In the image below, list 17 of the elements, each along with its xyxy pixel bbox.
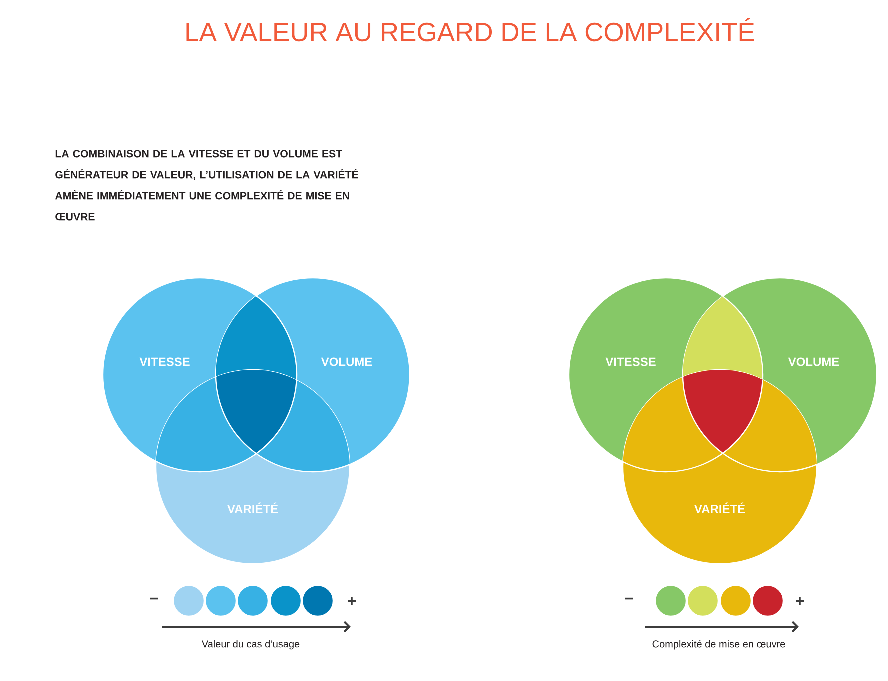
scale-dot (204, 584, 238, 618)
scale-dot (236, 584, 270, 618)
scale-dot (752, 584, 784, 618)
title: LA VALEUR AU REGARD DE LA COMPLEXITÉ (186, 18, 754, 42)
minus-sign: − (150, 598, 158, 600)
description-text: LA COMBINAISON DE LA VITESSE ET DU VOLUME EST GÉNÉRATEUR DE VALEUR, L’UTILISATION DE LA VARIÉTÉ AMÈNE IMMÉDIATEMENT UNE COMPLEXITÉ DE MISE EN ŒUVRE (55, 150, 358, 221)
scale-dot (720, 584, 752, 618)
scale-dot (270, 584, 302, 618)
scale-caption: Complexité de mise en œuvre (652, 640, 786, 650)
scale-dot (302, 584, 334, 618)
scale-dot (172, 584, 206, 618)
plus-sign: + (348, 597, 356, 606)
scale-dot (686, 584, 720, 618)
minus-sign: − (625, 598, 634, 600)
scale-caption: Valeur du cas d’usage (202, 640, 300, 650)
plus-sign: + (796, 597, 804, 606)
scale-dot (654, 584, 688, 618)
